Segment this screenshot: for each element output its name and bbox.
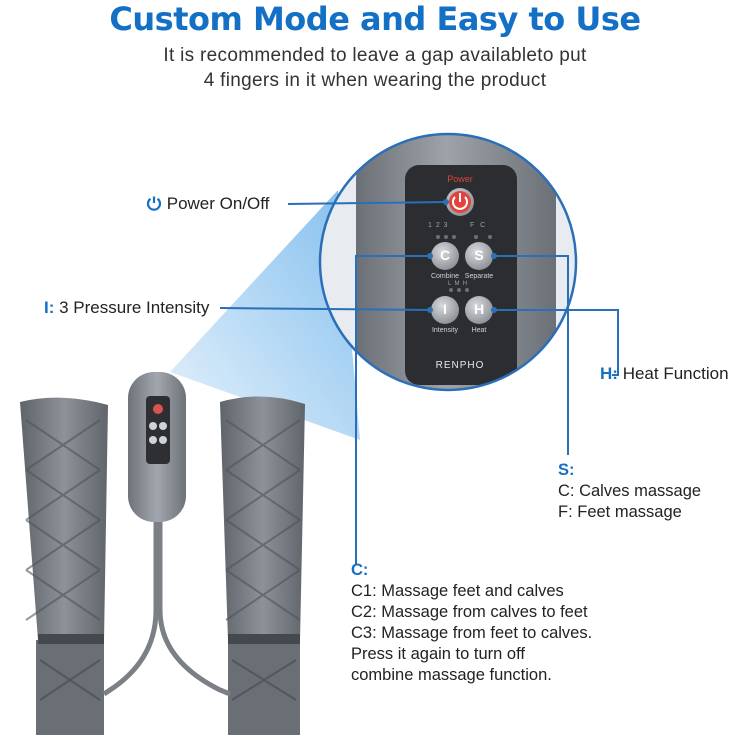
combine-callout: C: C1: Massage feet and calves C2: Massa…: [351, 560, 592, 686]
subtitle-line-1: It is recommended to leave a gap availab…: [163, 45, 587, 66]
power-callout: Power On/Off: [146, 194, 269, 214]
intensity-callout: I: 3 Pressure Intensity: [44, 298, 209, 318]
intensity-callout-key: I:: [44, 298, 55, 317]
hose-left: [102, 520, 159, 697]
hose-right: [157, 520, 231, 697]
combine-button-shape: [431, 242, 459, 270]
combine-callout-line-3: C3: Massage from feet to calves.: [351, 624, 593, 642]
heat-callout-key: H:: [600, 364, 618, 383]
separate-callout-line-2: F: Feet massage: [558, 503, 682, 521]
heat-callout: H: Heat Function: [600, 364, 729, 384]
intensity-button-shape: [431, 296, 459, 324]
separate-key-label: Separate: [464, 273, 494, 280]
combine-key[interactable]: C: [439, 247, 451, 263]
heat-key-label: Heat: [471, 327, 487, 334]
brand-logo: RENPHO: [435, 360, 485, 371]
zone-indicator-labels: F C: [470, 222, 486, 229]
intensity-callout-text: 3 Pressure Intensity: [59, 298, 210, 317]
combine-callout-line-5: combine massage function.: [351, 666, 552, 684]
right-leg-sleeve: [220, 396, 305, 735]
intensity-key-label: Intensity: [431, 327, 459, 334]
separate-key[interactable]: S: [474, 247, 484, 263]
page-title: Custom Mode and Easy to Use: [109, 0, 641, 38]
combine-callout-key: C:: [351, 561, 369, 579]
zoom-beam: [170, 190, 360, 440]
combine-callout-line-2: C2: Massage from calves to feet: [351, 603, 588, 621]
intensity-key[interactable]: I: [443, 301, 447, 317]
callout-lines: [219, 201, 619, 565]
separate-callout-line-1: C: Calves massage: [558, 482, 702, 500]
heat-callout-text: Heat Function: [622, 364, 729, 383]
left-leg-sleeve: [20, 397, 108, 735]
power-key-label: Power: [447, 174, 473, 184]
subtitle-line-2: 4 fingers in it when wearing the product: [203, 70, 547, 91]
power-icon: [146, 195, 162, 211]
separate-callout: S: C: Calves massage F: Feet massage: [558, 460, 701, 523]
combine-callout-line-1: C1: Massage feet and calves: [351, 582, 564, 600]
heat-button-shape: [465, 296, 493, 324]
intensity-indicator-labels: L M H: [448, 281, 468, 287]
separate-button-shape: [465, 242, 493, 270]
power-callout-text: Power On/Off: [166, 194, 270, 213]
small-remote: [128, 372, 186, 522]
combine-key-label: Combine: [430, 273, 459, 280]
combine-callout-line-4: Press it again to turn off: [351, 645, 525, 663]
separate-callout-key: S:: [558, 461, 575, 479]
mode-indicator-labels: 1 2 3: [428, 222, 449, 229]
heat-key[interactable]: H: [473, 301, 485, 317]
